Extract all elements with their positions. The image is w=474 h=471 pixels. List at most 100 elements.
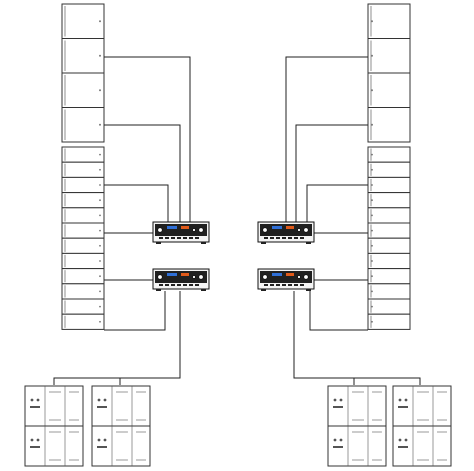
volume-knob-icon [198,227,204,233]
subwoofer-cable [119,377,180,385]
amplifier [257,268,315,291]
rigging-point [99,260,101,262]
line-array-small-box [61,298,105,315]
rigging-point [371,184,373,186]
connector-icon [398,438,402,442]
line-array-small-box [61,207,105,224]
line-array-small-box [367,283,411,300]
rigging-point [99,89,101,92]
amplifier-foot [306,242,311,244]
connector-icon [404,398,408,402]
subwoofer-cabinet [327,425,387,467]
amplifier-vent [300,237,304,239]
volume-knob-icon [157,227,163,233]
subwoofer-plate [333,406,343,408]
subwoofer-plate [333,446,343,448]
rigging-point [371,229,373,232]
amplifier-vent [183,237,187,239]
cabinet-body [367,107,411,143]
cabinet-body [61,192,105,209]
left-line-array [61,3,105,330]
connector-icon [339,438,343,442]
line-array-small-box [367,298,411,315]
amplifier-vent [282,237,286,239]
rigging-point [371,123,373,126]
amplifier-foot [201,242,206,244]
line-array-small-box [367,222,411,239]
rigging-point [371,244,373,247]
rigging-point [371,20,373,23]
subwoofer-stack [24,385,84,467]
amplifier-vent [171,237,175,239]
amplifier-meter [286,273,294,276]
subwoofer-cabinet [392,385,452,427]
amplifier [152,221,210,244]
amplifier-vent [294,284,298,286]
amplifier-vent [276,284,280,286]
right-line-array [367,3,411,330]
amplifier-vent [159,237,163,239]
connector-icon [30,438,34,442]
speaker-cable [104,124,181,222]
amplifier-vent [264,237,268,239]
amplifier [257,221,315,244]
subwoofer-group [24,385,452,467]
line-array-small-box [367,192,411,209]
rigging-point [371,260,373,262]
cabinet-body [367,192,411,209]
speaker-cable [295,124,368,222]
rigging-point [99,168,101,171]
power-switch-icon [297,275,301,279]
amplifier-vent [177,237,181,239]
connector-icon [103,438,107,442]
cabinet-body [367,298,411,315]
speaker-cable [104,56,191,222]
cabinet-body [61,283,105,300]
connector-icon [30,398,34,402]
amplifier-vent [195,284,199,286]
cabinet-body [61,313,105,330]
speaker-cable [104,291,166,331]
subwoofer-plate [398,446,408,448]
cabinet-body [367,207,411,224]
amplifier-vent [276,237,280,239]
rigging-point [99,184,101,186]
amplifier-vent [294,237,298,239]
subwoofer-stack [392,385,452,467]
amplifier-foot [306,289,311,291]
cabinet-body [367,72,411,108]
amplifier [152,268,210,291]
amplifier-vent [270,284,274,286]
amplifier-meter [181,226,189,229]
rigging-point [99,20,101,23]
rigging-point [99,199,101,202]
rigging-point [371,290,373,293]
cabinet-body [367,313,411,330]
amplifier-vent [270,237,274,239]
line-array-small-box [61,192,105,209]
amplifier-vent [282,284,286,286]
cabinet-body [61,252,105,270]
subwoofer-cabinet [327,385,387,427]
line-array-large-box [61,72,105,108]
cabinet-body [61,268,105,285]
subwoofer-cabinet [24,385,84,427]
amplifier-vent [183,284,187,286]
subwoofer-cabinet [24,425,84,467]
speaker-cable [306,184,368,222]
connector-icon [36,398,40,402]
rigging-point [371,214,373,217]
rigging-point [99,214,101,217]
amplifier-meter [286,226,294,229]
cabinet-body [367,161,411,178]
line-array-small-box [367,161,411,178]
line-array-large-box [367,107,411,143]
subwoofer-cable [53,291,181,385]
line-array-large-box [367,3,411,39]
subwoofer-plate [398,406,408,408]
amplifier-foot [156,242,161,244]
cabinet-body [367,176,411,194]
rigging-point [99,229,101,232]
cabinet-body [61,146,105,163]
amplifier-foot [261,242,266,244]
